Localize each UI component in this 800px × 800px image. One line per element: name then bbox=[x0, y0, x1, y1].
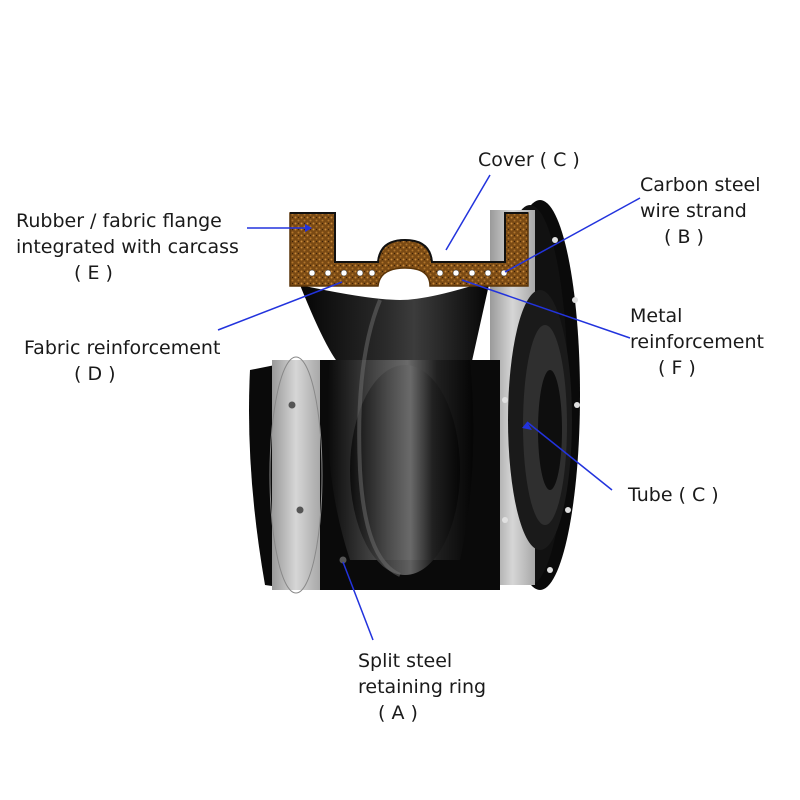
label-carbon-steel-wire-strand: Carbon steel wire strand ( B ) bbox=[640, 174, 761, 248]
rubber-body-upper bbox=[300, 280, 490, 370]
label-tube: Tube ( C ) bbox=[628, 484, 719, 506]
leader-fabric bbox=[217, 281, 343, 331]
leader-arrows bbox=[305, 224, 532, 430]
bolt-holes-right bbox=[502, 237, 580, 573]
label-rubber-fabric-flange: Rubber / fabric flange integrated with c… bbox=[16, 210, 239, 284]
leader-carbon-steel bbox=[504, 197, 641, 273]
label-cover: Cover ( C ) bbox=[478, 149, 580, 171]
left-flange bbox=[249, 356, 347, 594]
leader-metal bbox=[461, 279, 631, 339]
leader-cover bbox=[445, 174, 491, 251]
right-flange bbox=[490, 200, 580, 590]
carcass-section bbox=[289, 212, 529, 287]
label-metal-reinforcement: Metal reinforcement ( F ) bbox=[630, 305, 764, 379]
leader-lines bbox=[217, 174, 641, 641]
rubber-body bbox=[300, 299, 500, 590]
steel-wire-strands bbox=[308, 269, 508, 277]
leader-tube bbox=[526, 421, 613, 491]
leader-split-ring bbox=[342, 561, 374, 641]
label-fabric-reinforcement: Fabric reinforcement ( D ) bbox=[24, 337, 221, 385]
bolt-holes-left bbox=[288, 401, 347, 564]
label-split-steel-ring: Split steel retaining ring ( A ) bbox=[358, 650, 487, 724]
